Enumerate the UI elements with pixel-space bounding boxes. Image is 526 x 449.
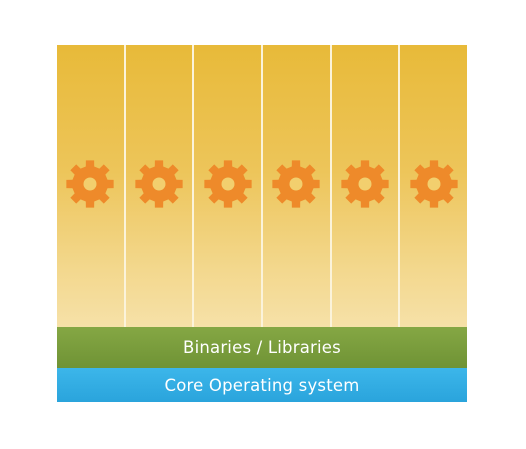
gear-icon [408, 158, 460, 210]
gear-icon [270, 158, 322, 210]
core-os-layer: Core Operating system [57, 368, 467, 402]
app-column-1 [57, 45, 124, 327]
virtualization-stack-diagram: Binaries / Libraries Core Operating syst… [57, 45, 468, 402]
core-os-label: Core Operating system [164, 375, 360, 395]
binaries-libraries-label: Binaries / Libraries [183, 338, 341, 357]
gear-icon [64, 158, 116, 210]
gear-icon [202, 158, 254, 210]
app-column-3 [192, 45, 262, 327]
binaries-libraries-layer: Binaries / Libraries [57, 327, 467, 368]
gear-icon [339, 158, 391, 210]
gear-icon [133, 158, 185, 210]
app-column-5 [329, 45, 399, 327]
app-column-4 [261, 45, 330, 327]
app-column-2 [123, 45, 193, 327]
application-columns [57, 45, 468, 327]
app-column-6 [398, 45, 468, 327]
